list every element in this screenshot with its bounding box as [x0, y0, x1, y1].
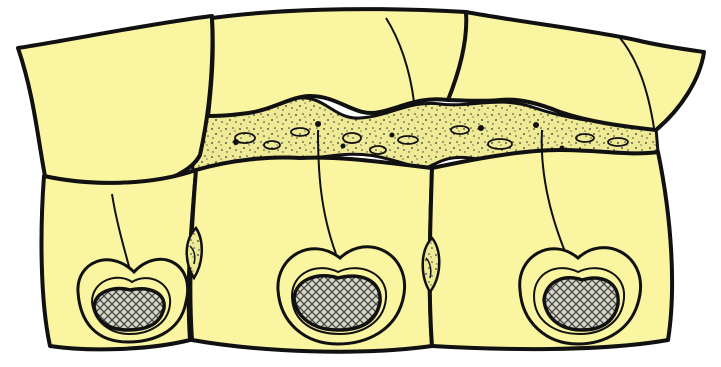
upper-cell-left	[18, 16, 213, 185]
upper-cell-middle	[208, 9, 467, 116]
